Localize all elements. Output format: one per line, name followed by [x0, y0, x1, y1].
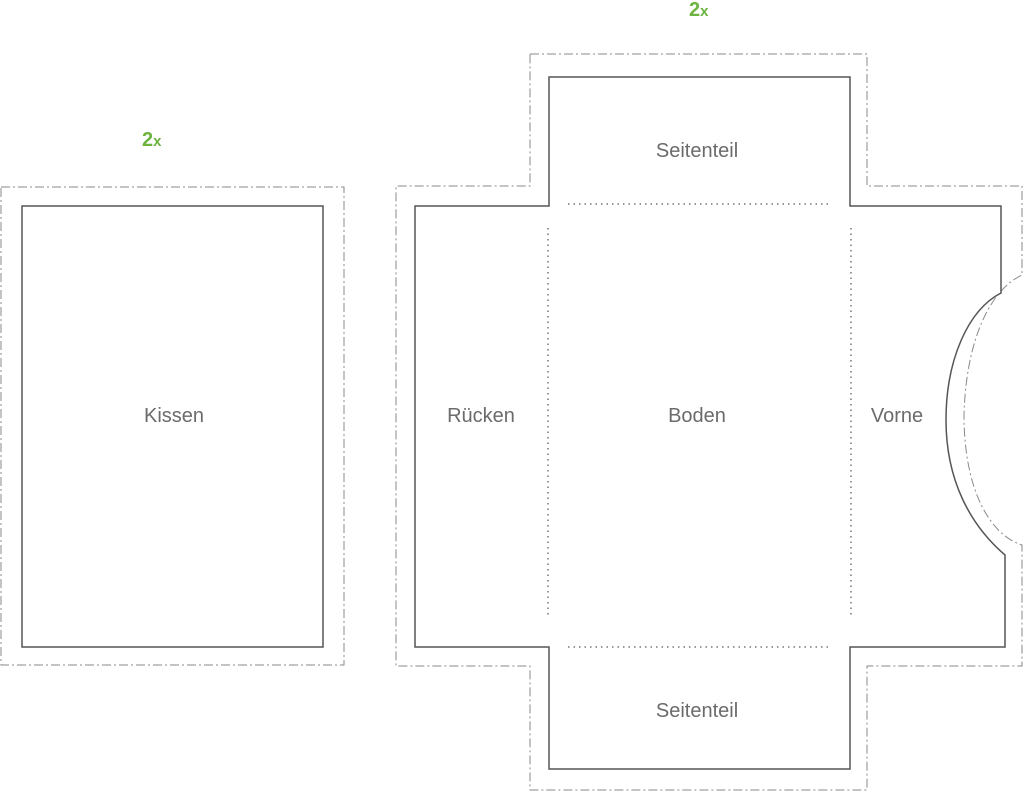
- cushion-label: Kissen: [144, 405, 204, 427]
- front-label: Vorne: [871, 405, 923, 427]
- box-cut-outline: [414, 76, 1006, 770]
- box-piece: 2x Seitenteil Rücken Boden Vorne Seitent…: [395, 0, 1023, 791]
- cushion-cut-outline: [21, 205, 324, 648]
- back-label: Rücken: [447, 405, 515, 427]
- box-quantity: 2x: [689, 0, 709, 21]
- cushion-seam-allowance-outline: [0, 186, 345, 666]
- side-top-label: Seitenteil: [656, 140, 738, 162]
- cushion-piece: 2x Kissen: [0, 129, 345, 666]
- cushion-quantity: 2x: [142, 129, 162, 151]
- side-bottom-label: Seitenteil: [656, 700, 738, 722]
- bottom-label: Boden: [668, 405, 726, 427]
- box-seam-allowance-outline: [395, 53, 1023, 791]
